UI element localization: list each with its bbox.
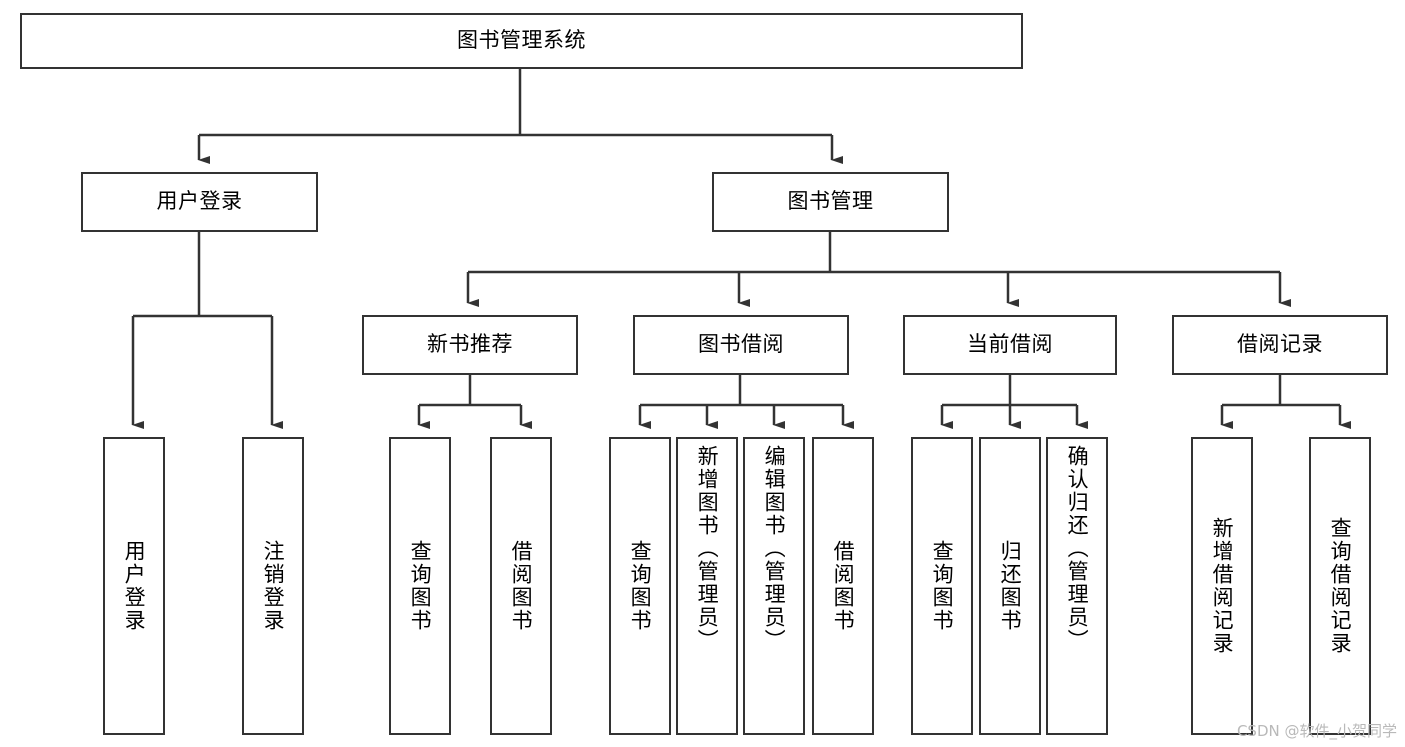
node-root[interactable]: 图书管理系统 (20, 13, 1023, 69)
node-user-login[interactable]: 用户登录 (81, 172, 318, 232)
leaf-return-book-label: 归还图书 (998, 540, 1023, 632)
leaf-query-book-3[interactable]: 查询图书 (911, 437, 973, 735)
node-borrow-record[interactable]: 借阅记录 (1172, 315, 1388, 375)
leaf-user-login[interactable]: 用户登录 (103, 437, 165, 735)
leaf-query-record-label: 查询借阅记录 (1328, 517, 1353, 655)
leaf-borrow-book-1-label: 借阅图书 (509, 540, 534, 632)
leaf-query-book-1-label: 查询图书 (408, 540, 433, 632)
node-current-borrow-label: 当前借阅 (967, 332, 1053, 357)
leaf-edit-book[interactable]: 编辑图书（管理员） (743, 437, 805, 735)
node-book-borrow-label: 图书借阅 (698, 332, 784, 357)
leaf-add-record-label: 新增借阅记录 (1210, 517, 1235, 655)
leaf-query-book-2-label: 查询图书 (628, 540, 653, 632)
leaf-borrow-book-1[interactable]: 借阅图书 (490, 437, 552, 735)
node-user-login-label: 用户登录 (156, 189, 243, 214)
node-root-label: 图书管理系统 (457, 28, 586, 53)
node-book-manage-label: 图书管理 (787, 189, 874, 214)
node-new-book-recommend[interactable]: 新书推荐 (362, 315, 578, 375)
leaf-add-book[interactable]: 新增图书（管理员） (676, 437, 738, 735)
node-current-borrow[interactable]: 当前借阅 (903, 315, 1117, 375)
node-new-book-recommend-label: 新书推荐 (427, 332, 513, 357)
leaf-return-book[interactable]: 归还图书 (979, 437, 1041, 735)
leaf-add-record[interactable]: 新增借阅记录 (1191, 437, 1253, 735)
leaf-borrow-book-2[interactable]: 借阅图书 (812, 437, 874, 735)
node-book-manage[interactable]: 图书管理 (712, 172, 949, 232)
leaf-confirm-return[interactable]: 确认归还（管理员） (1046, 437, 1108, 735)
leaf-user-logout[interactable]: 注销登录 (242, 437, 304, 735)
node-book-borrow[interactable]: 图书借阅 (633, 315, 849, 375)
node-borrow-record-label: 借阅记录 (1237, 332, 1323, 357)
leaf-user-login-label: 用户登录 (122, 540, 147, 632)
leaf-query-book-1[interactable]: 查询图书 (389, 437, 451, 735)
leaf-query-book-3-label: 查询图书 (930, 540, 955, 632)
leaf-add-book-label: 新增图书（管理员） (695, 445, 720, 652)
leaf-user-logout-label: 注销登录 (261, 540, 286, 632)
leaf-confirm-return-label: 确认归还（管理员） (1065, 445, 1090, 652)
leaf-query-record[interactable]: 查询借阅记录 (1309, 437, 1371, 735)
leaf-query-book-2[interactable]: 查询图书 (609, 437, 671, 735)
leaf-edit-book-label: 编辑图书（管理员） (762, 445, 787, 652)
leaf-borrow-book-2-label: 借阅图书 (831, 540, 856, 632)
